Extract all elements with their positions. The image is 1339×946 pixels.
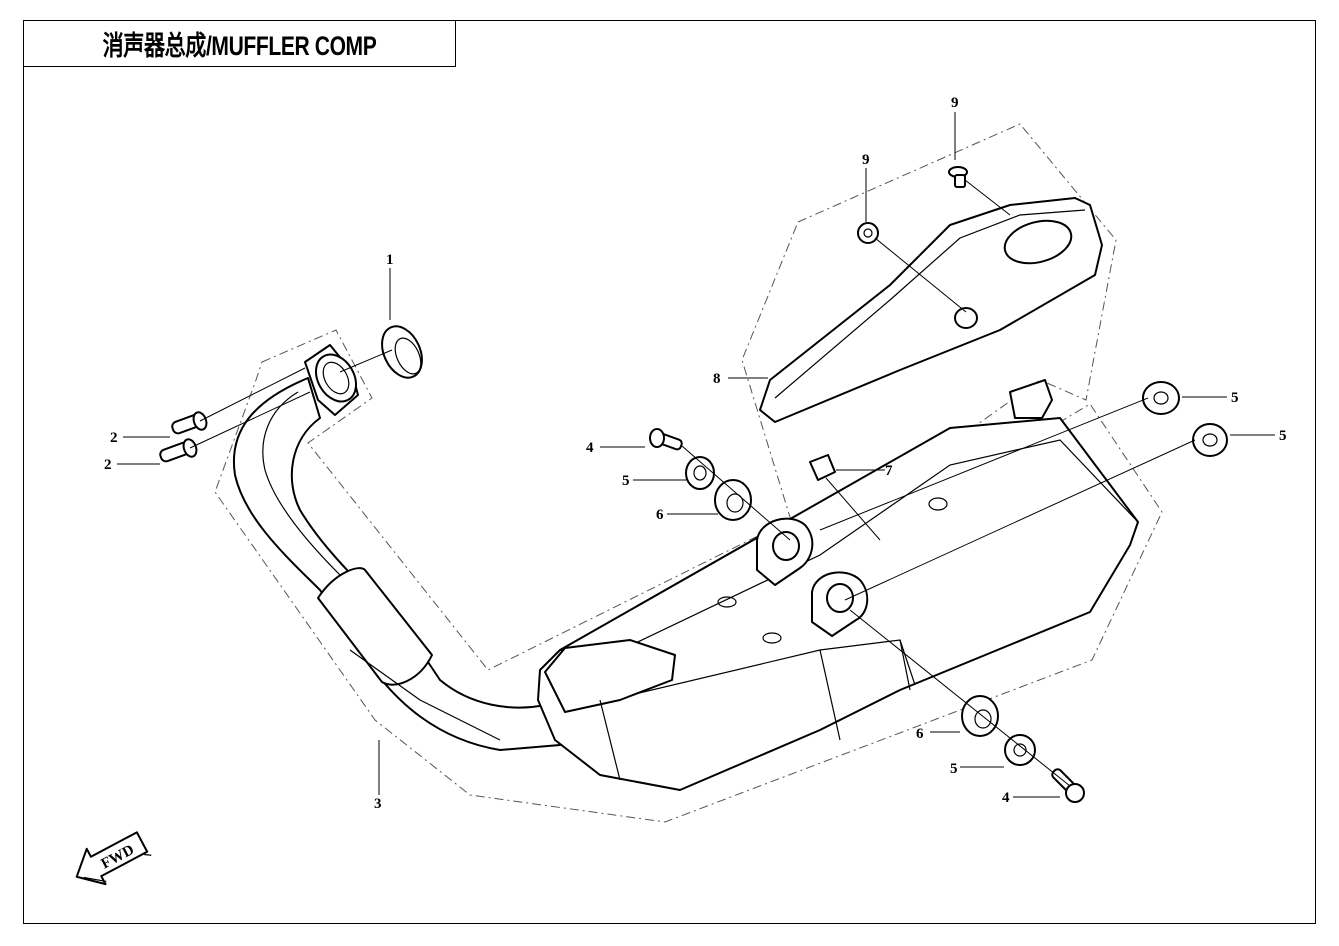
catalyst-section [317, 567, 433, 686]
callout-6-lower: 6 [916, 726, 924, 742]
callout-5-right-upper: 5 [1231, 390, 1239, 406]
callout-9-right: 9 [951, 95, 959, 111]
drawing-frame [23, 20, 1316, 924]
callout-2-lower: 2 [104, 457, 112, 473]
grommet-6-b [961, 695, 999, 737]
shield-bolt-9 [948, 166, 968, 188]
assembly-guides [189, 179, 1196, 787]
washer-5-a [685, 456, 715, 490]
forward-direction-arrow: FWD [75, 831, 152, 886]
heat-shield-boundary [741, 123, 1117, 551]
washer-5-c [1192, 423, 1228, 457]
pipe-highlight [262, 391, 341, 576]
callout-leaders [117, 112, 1275, 798]
callout-1: 1 [386, 252, 394, 268]
callout-4-upper: 4 [586, 440, 594, 456]
callout-7: 7 [885, 463, 893, 479]
title-box: 消声器总成/MUFFLER COMP [23, 20, 456, 67]
hanger-tab [1009, 379, 1053, 419]
mount-bracket-lower [811, 571, 869, 637]
grommet-6-a [714, 479, 752, 521]
exhaust-gasket [381, 325, 423, 379]
exhaust-flange [304, 344, 359, 416]
callout-4-lower: 4 [1002, 790, 1010, 806]
mount-bracket-upper [756, 517, 814, 586]
stud-bolt-lower [159, 438, 198, 463]
head-pipe [232, 377, 561, 751]
callout-5-right-lower: 5 [1279, 428, 1287, 444]
callout-8: 8 [713, 371, 721, 387]
shield-clip [809, 454, 836, 481]
callout-9-left: 9 [862, 152, 870, 168]
callout-6-upper: 6 [656, 507, 664, 523]
exhaust-assembly-boundary [214, 329, 1163, 823]
callout-3: 3 [374, 796, 382, 812]
callout-2-upper: 2 [110, 430, 118, 446]
stud-bolt-upper [171, 411, 208, 435]
muffler-end-cap [544, 639, 676, 713]
bolt-4-upper [649, 428, 683, 451]
page-title: 消声器总成/MUFFLER COMP [102, 31, 377, 61]
washer-5-d [1004, 734, 1036, 766]
callout-5-lower: 5 [950, 761, 958, 777]
shield-nut-9 [857, 222, 879, 244]
callout-5-left: 5 [622, 473, 630, 489]
washer-5-b [1142, 381, 1180, 415]
